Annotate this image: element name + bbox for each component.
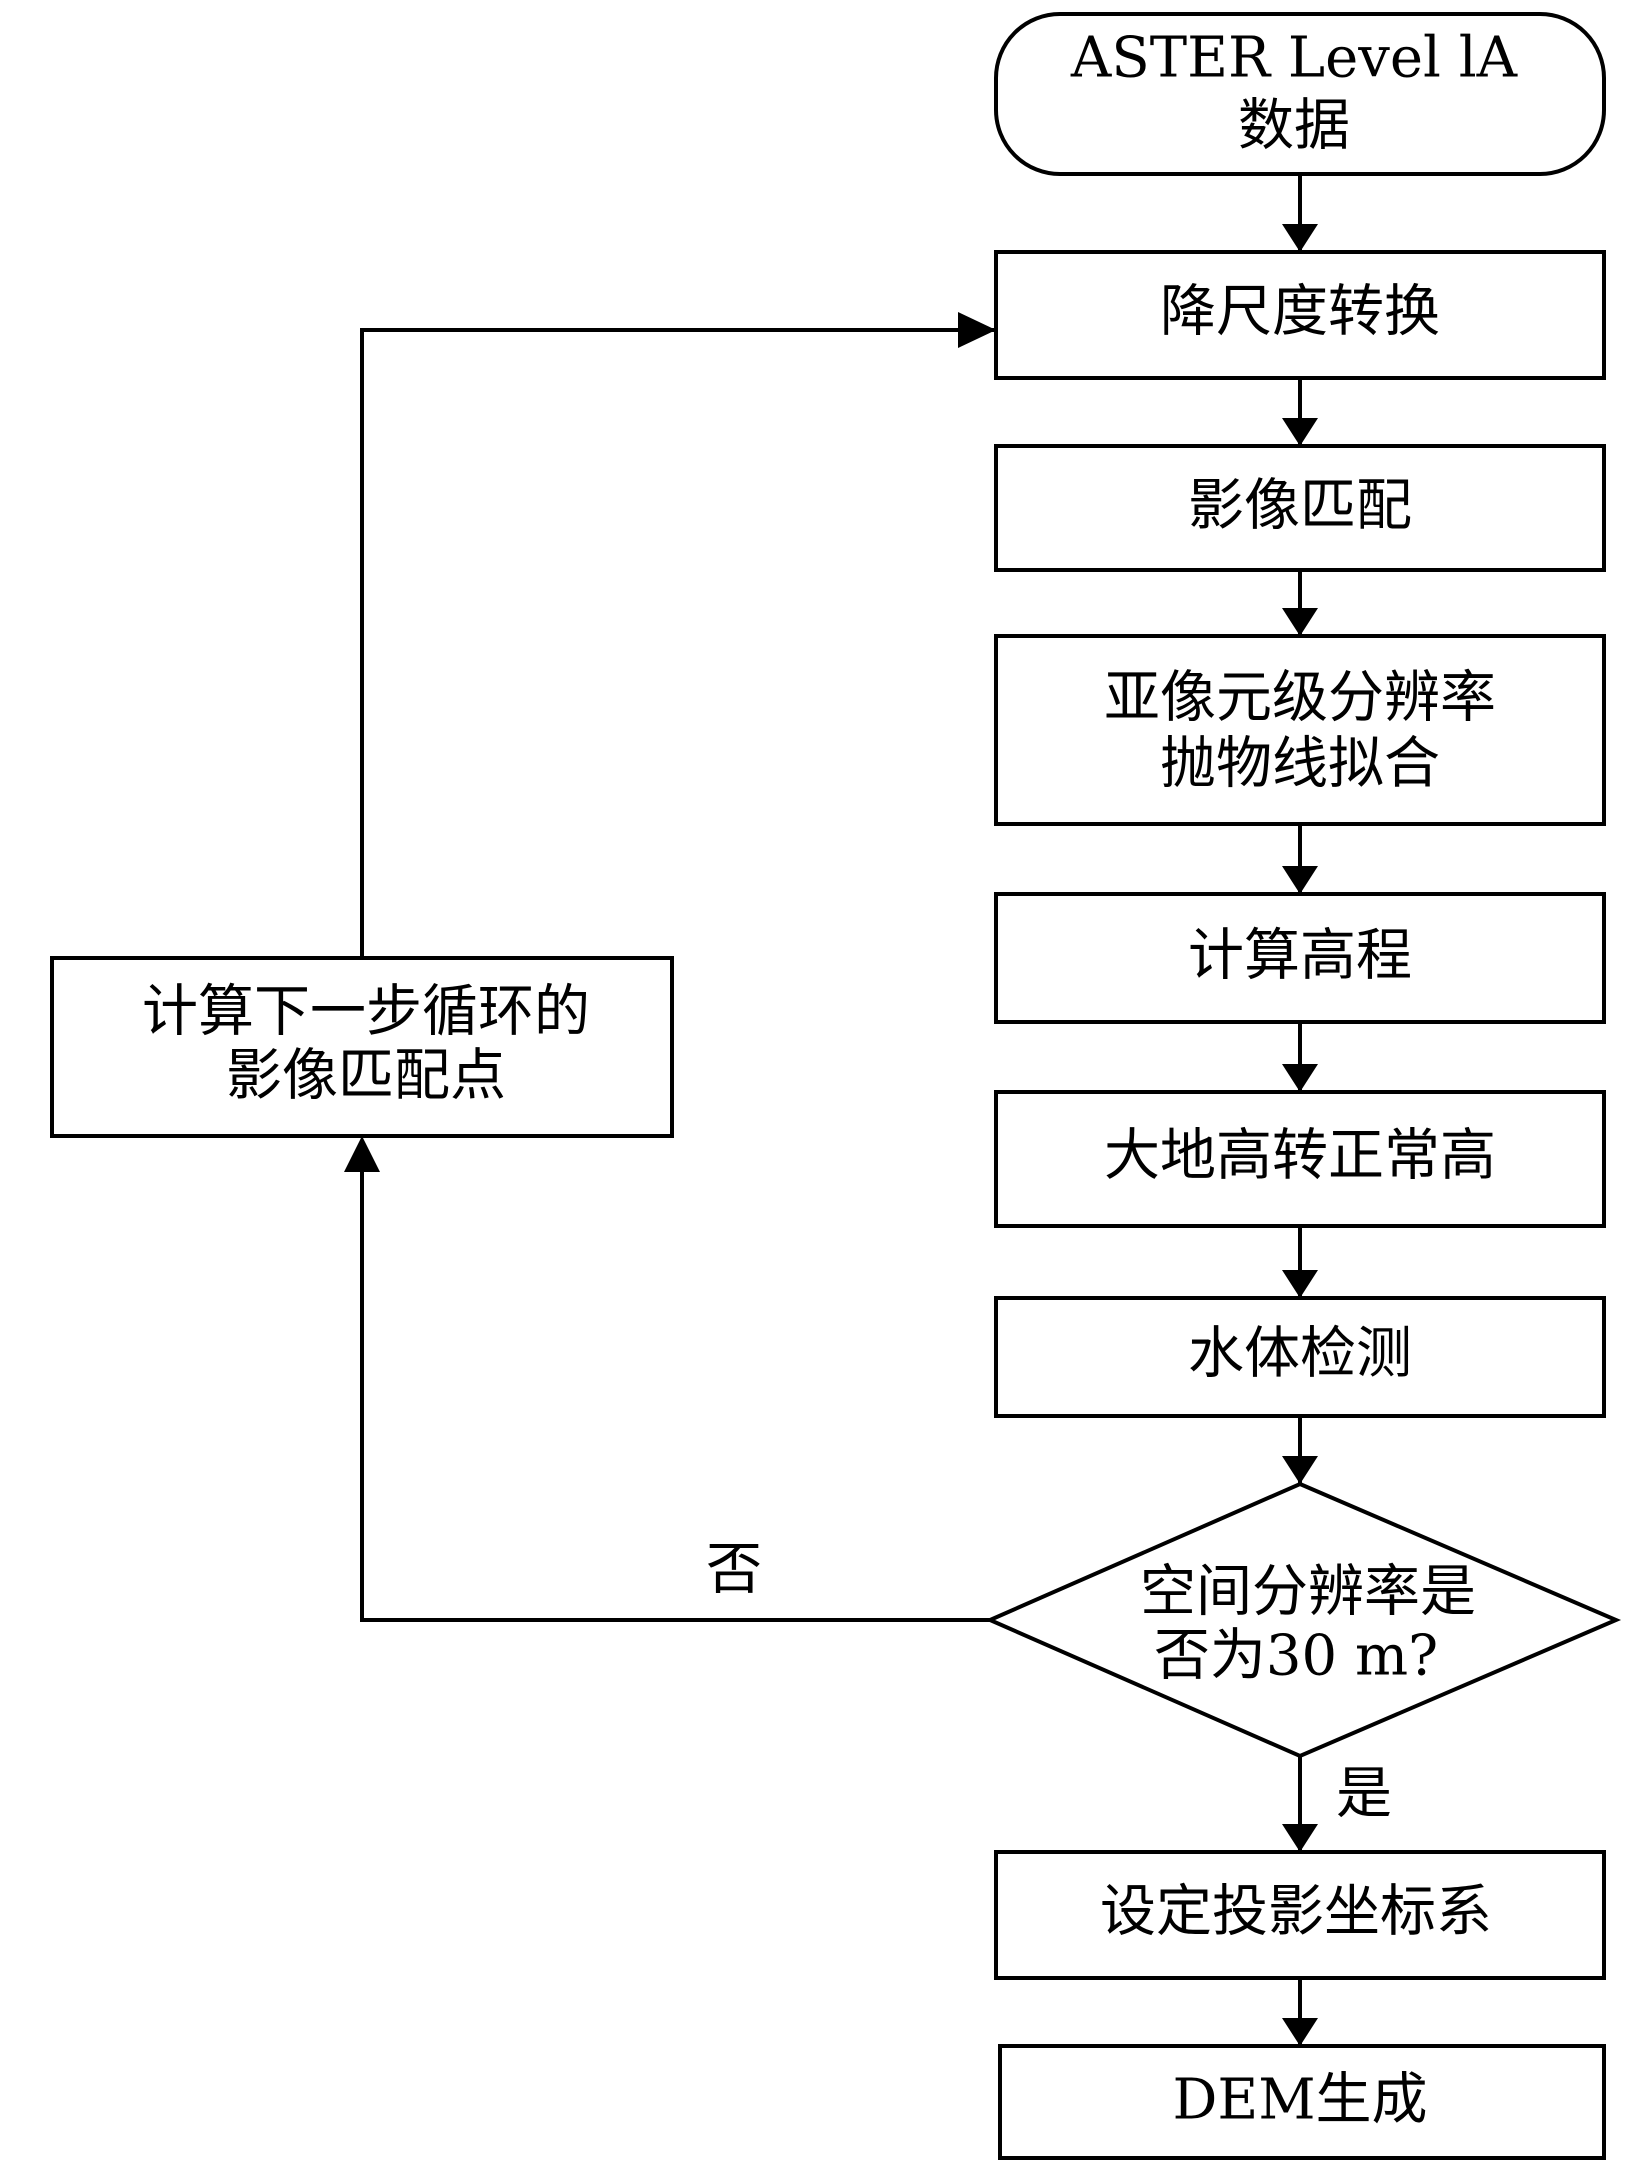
node-subpixel-line-1: 亚像元级分辨率 [1104, 666, 1496, 731]
node-subpixel: 亚像元级分辨率 抛物线拟合 [994, 634, 1606, 826]
node-geoid: 大地高转正常高 [994, 1090, 1606, 1228]
arrowhead-subpixel [1282, 608, 1318, 636]
edge-next-match-to-downscale [360, 328, 994, 958]
node-start: ASTER Level lA 数据 [994, 12, 1606, 176]
node-dem: DEM生成 [998, 2044, 1606, 2160]
node-water-label: 水体检测 [1188, 1322, 1412, 1387]
node-decision: 空间分辨率是 否为30 m? [985, 1481, 1622, 1759]
node-start-line-2: 数据 [1238, 94, 1350, 159]
node-projection-label: 设定投影坐标系 [1100, 1880, 1492, 1945]
arrowhead-matching [1282, 418, 1318, 446]
node-start-line-1: ASTER Level lA [1070, 26, 1518, 91]
node-decision-line-1: 空间分辨率是 [1140, 1560, 1476, 1625]
arrowhead-geoid [1282, 1064, 1318, 1092]
node-next-match-line-2: 影像匹配点 [226, 1044, 506, 1109]
arrowhead-downscale [1282, 224, 1318, 252]
node-matching-label: 影像匹配 [1188, 474, 1412, 539]
arrowhead-water [1282, 1270, 1318, 1298]
node-downscale: 降尺度转换 [994, 250, 1606, 380]
arrowhead-next-match [344, 1136, 380, 1172]
node-downscale-label: 降尺度转换 [1160, 280, 1440, 345]
arrowhead-dem [1282, 2018, 1318, 2046]
node-elevation: 计算高程 [994, 892, 1606, 1024]
node-decision-line-2: 否为30 m? [1154, 1624, 1438, 1689]
node-elevation-label: 计算高程 [1188, 924, 1412, 989]
node-next-match-line-1: 计算下一步循环的 [142, 980, 590, 1045]
node-next-match: 计算下一步循环的 影像匹配点 [50, 956, 674, 1138]
node-water: 水体检测 [994, 1296, 1606, 1418]
arrowhead-downscale-loop [958, 312, 996, 348]
edge-decision-no-to-next-match [360, 1142, 990, 1622]
node-matching: 影像匹配 [994, 444, 1606, 572]
arrowhead-decision [1282, 1456, 1318, 1484]
node-dem-label: DEM生成 [1172, 2068, 1427, 2133]
edge-label-no: 否 [706, 1538, 762, 1603]
node-projection: 设定投影坐标系 [994, 1850, 1606, 1980]
node-subpixel-line-2: 抛物线拟合 [1160, 732, 1440, 797]
edge-label-yes: 是 [1336, 1762, 1392, 1827]
arrowhead-elevation [1282, 866, 1318, 894]
node-geoid-label: 大地高转正常高 [1104, 1124, 1496, 1189]
edges [344, 175, 1318, 2046]
arrowhead-projection [1282, 1824, 1318, 1852]
